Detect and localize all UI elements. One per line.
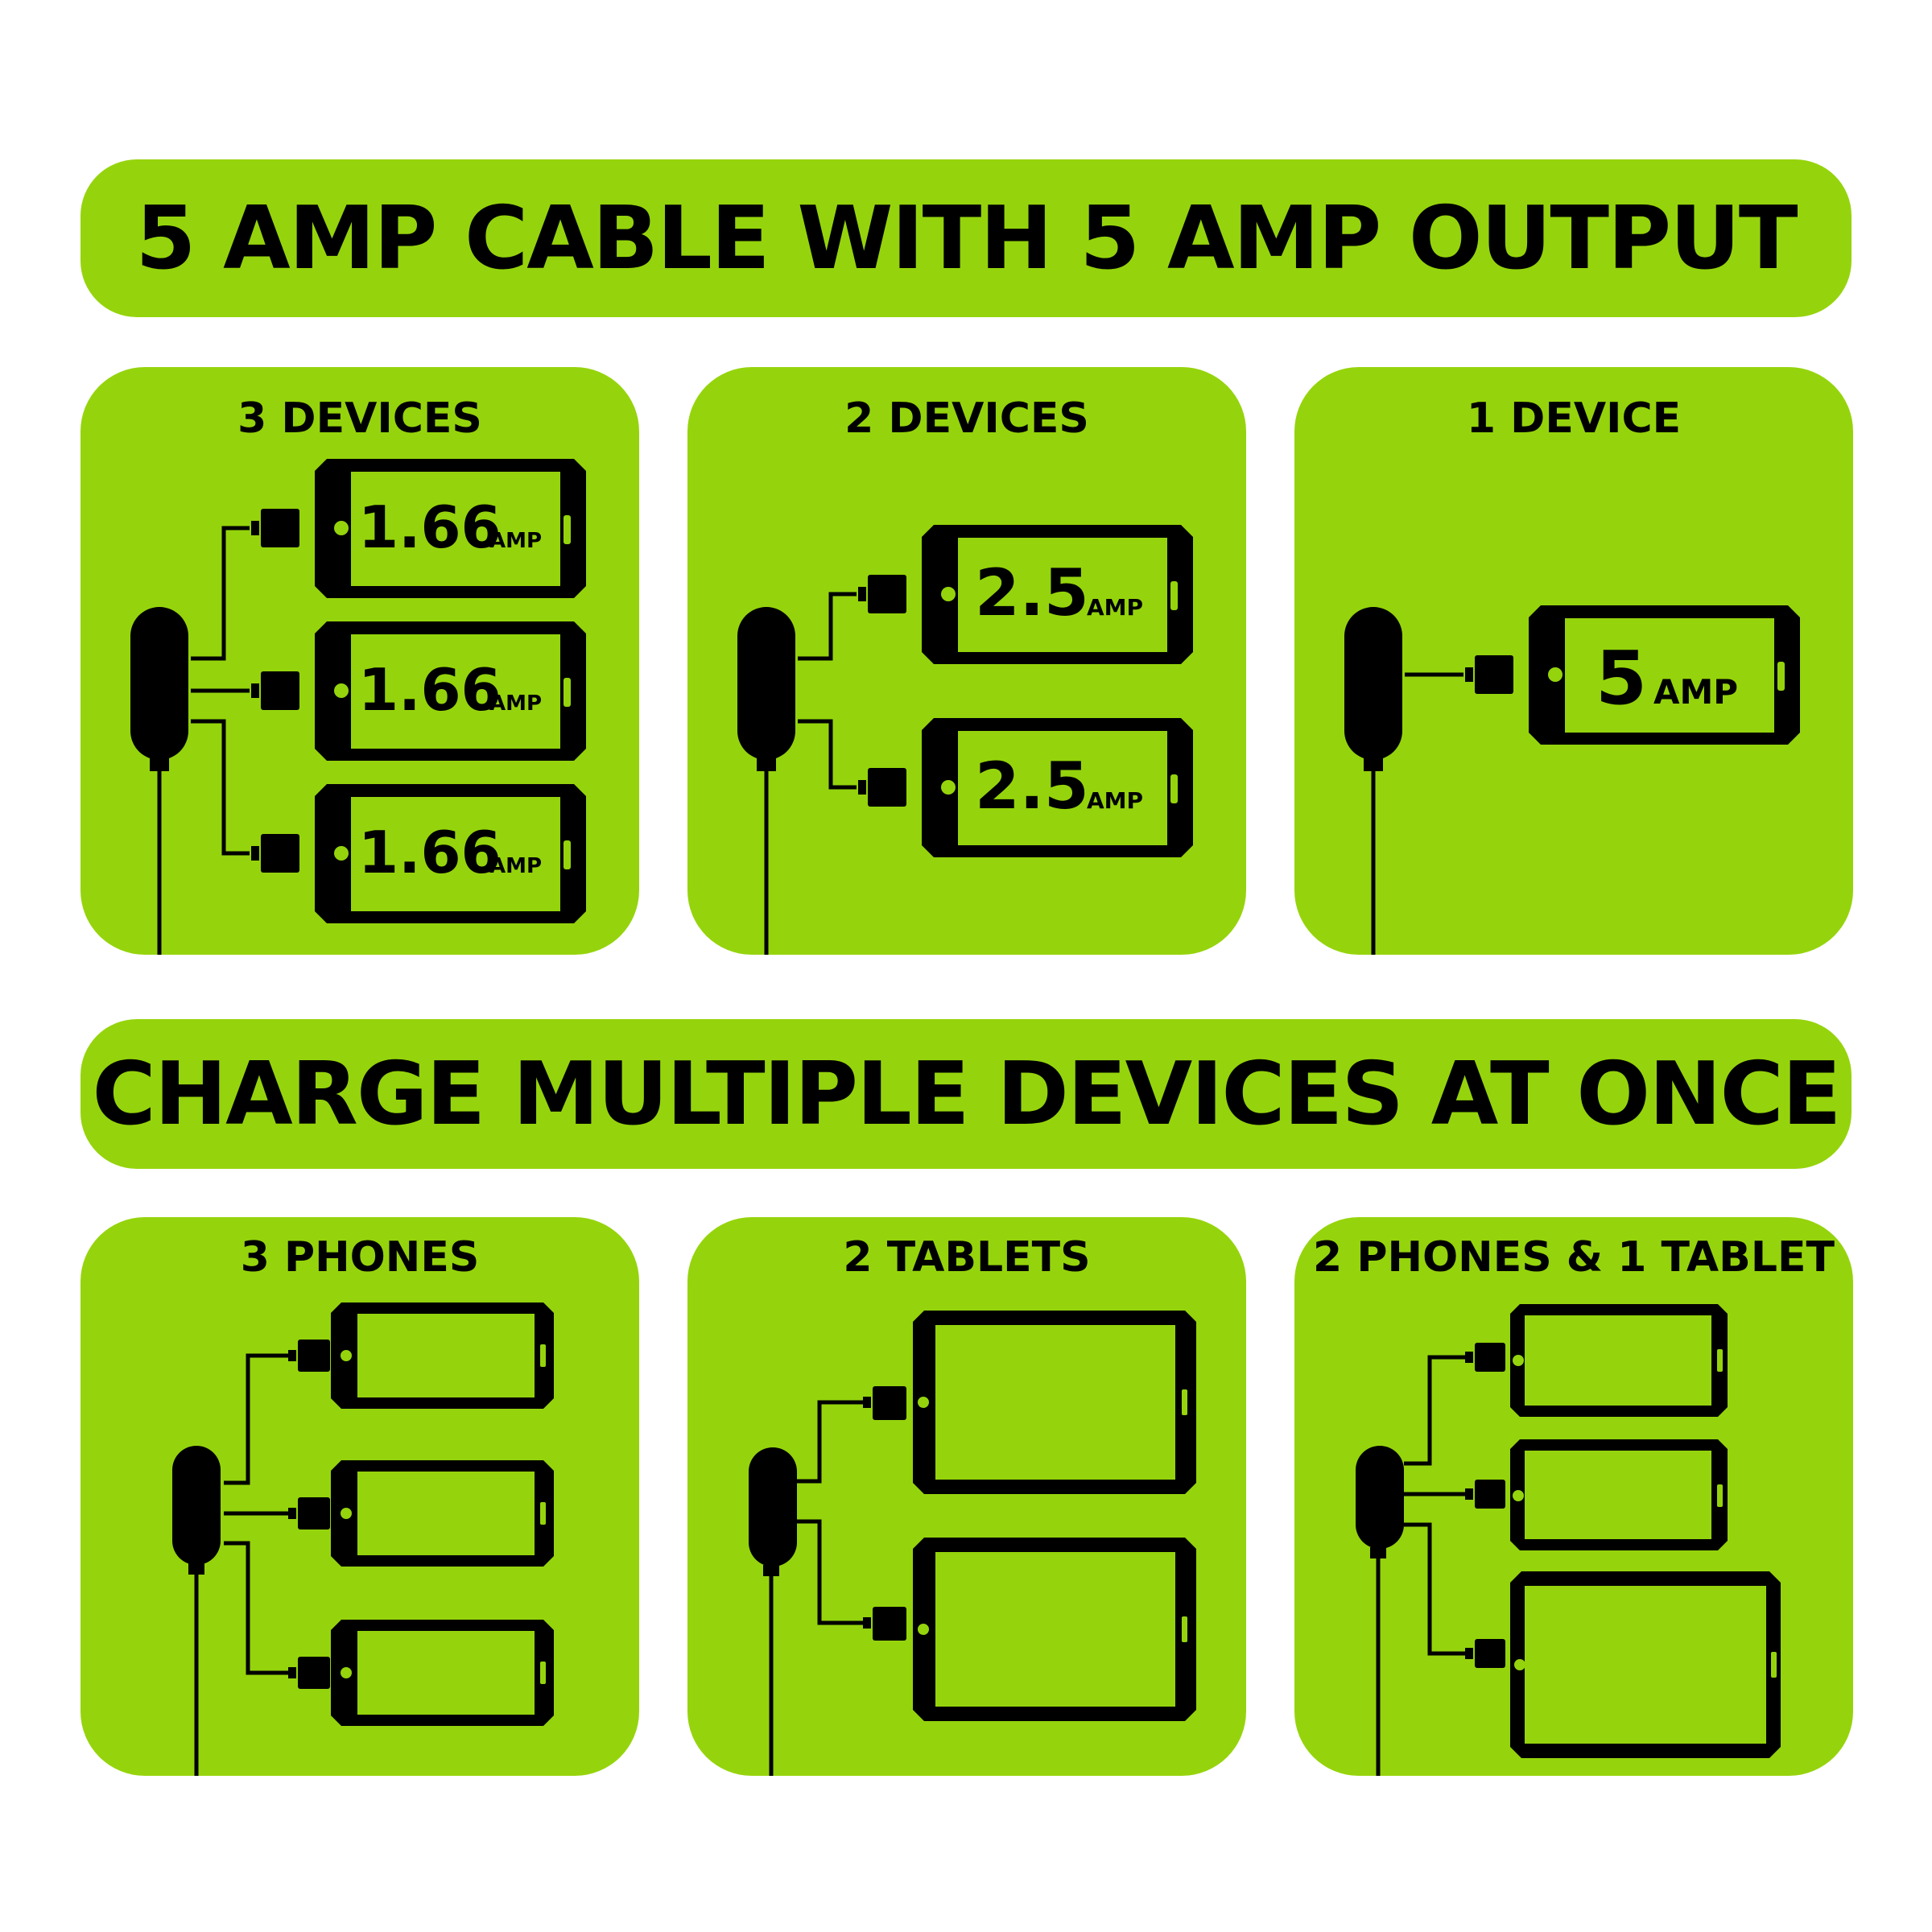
panel-3-devices: 3 DEVICES [80,367,639,955]
panel-title: 2 DEVICES [844,394,1089,443]
charger-icon [749,1447,797,1567]
panel-title: 2 PHONES & 1 TABLET [1313,1233,1835,1282]
charger-icon [1356,1446,1404,1549]
charging-diagram-3-devices: 1.66 AMP 1.66 AMP 1.66 AMP [130,459,586,955]
banner-middle-text: CHARGE MULTIPLE DEVICES AT ONCE [92,1043,1841,1145]
banner-middle: CHARGE MULTIPLE DEVICES AT ONCE [80,1019,1852,1169]
amp-value: 1.66 [358,493,502,561]
phone-icon [922,718,1193,857]
phone-icon [922,525,1193,664]
amp-value: 1.66 [358,819,502,886]
tablet-icon [913,1538,1196,1721]
tablet-icon [1510,1571,1781,1758]
amp-unit: AMP [1087,787,1143,814]
charging-diagram-3-phones [172,1302,554,1776]
charging-diagram-1-device: 5 AMP [1344,605,1800,955]
tablet-icon [913,1311,1196,1494]
charger-icon [1344,607,1402,760]
amp-unit: AMP [489,854,542,878]
panel-2-tablets: 2 TABLETS [687,1217,1246,1776]
panel-title: 1 DEVICE [1466,394,1682,443]
amp-unit: AMP [1653,672,1738,712]
panel-2-devices: 2 DEVICES 2.5 AMP 2.5 AMP [687,367,1246,955]
phone-icon [1529,605,1800,745]
phone-icon [331,1460,554,1567]
phone-icon [331,1302,554,1409]
phone-icon [331,1620,554,1726]
banner-top: 5 AMP CABLE WITH 5 AMP OUTPUT [80,159,1852,317]
amp-unit: AMP [1087,594,1143,621]
phone-icon [1510,1304,1728,1417]
phone-icon [315,459,586,598]
charger-icon [737,607,795,760]
panel-title: 3 PHONES [240,1233,480,1282]
panel-title: 3 DEVICES [237,394,482,443]
panel-3-phones: 3 PHONES [80,1217,639,1776]
phone-icon [315,784,586,923]
panel-1-device: 1 DEVICE 5 AMP [1294,367,1853,955]
charging-diagram-2-devices: 2.5 AMP 2.5 AMP [737,525,1193,955]
charger-icon [172,1446,221,1565]
panel-title: 2 TABLETS [843,1233,1091,1282]
amp-value: 2.5 [975,555,1089,630]
amp-value: 1.66 [358,656,502,724]
charging-diagram-2-tablets [749,1311,1196,1776]
amp-value: 5 [1596,635,1647,721]
amp-unit: AMP [489,691,542,716]
banner-top-text: 5 AMP CABLE WITH 5 AMP OUTPUT [135,188,1798,289]
amp-value: 2.5 [975,749,1089,824]
charger-icon [130,607,188,760]
charging-diagram-mixed [1356,1304,1781,1776]
phone-icon [1510,1439,1728,1550]
amp-unit: AMP [489,529,542,553]
phone-icon [315,621,586,761]
panel-2-phones-1-tablet: 2 PHONES & 1 TABLET [1294,1217,1853,1776]
